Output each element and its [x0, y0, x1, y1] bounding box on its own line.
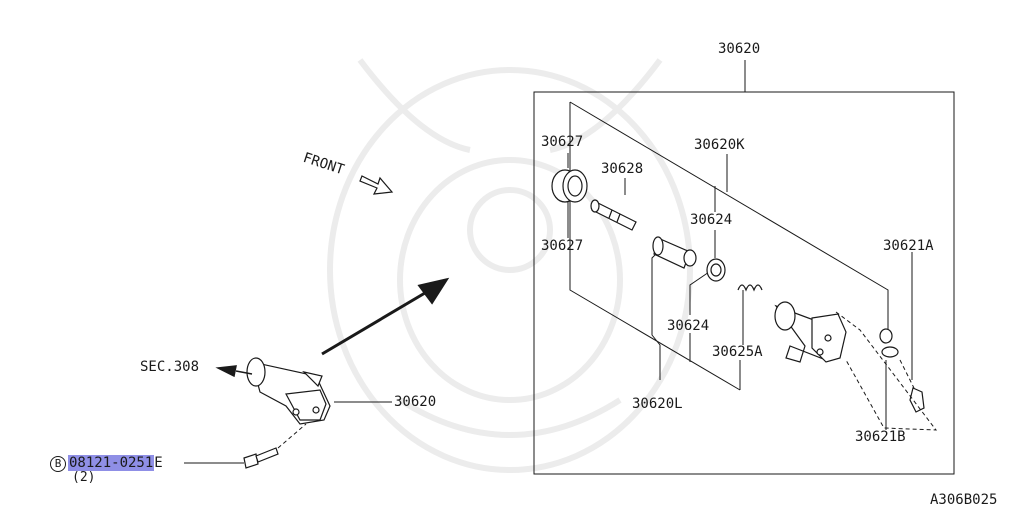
- assembly-box: [533, 91, 955, 475]
- label-push-rod: 30628: [601, 161, 644, 177]
- bleeder-parts: [879, 328, 925, 413]
- sec-arrow: [215, 365, 253, 378]
- piston-part: [652, 236, 697, 269]
- spring-part: [737, 284, 763, 292]
- watermark-emblem: [327, 58, 693, 473]
- label-bleeder-b: 30621B: [855, 429, 906, 445]
- kit-outline: [569, 101, 889, 391]
- label-piston-cup-mid: 30624: [690, 212, 733, 228]
- label-spring: 30625A: [712, 344, 763, 360]
- dashed-install-lines: [835, 311, 938, 431]
- cylinder-body-part: [774, 301, 847, 363]
- bolt-part-suffix: E: [154, 455, 163, 471]
- label-seal-lower: 30624: [667, 318, 710, 334]
- label-piston-cup-lower: 30627: [541, 238, 584, 254]
- direction-arrow: [321, 277, 450, 356]
- bolt-part: [243, 447, 279, 469]
- seal-part: [706, 258, 726, 282]
- label-assembly-top: 30620: [718, 41, 761, 57]
- bolt-part-number[interactable]: 08121-0251: [68, 455, 155, 471]
- label-repair-kit-k: 30620K: [694, 137, 745, 153]
- bolt-circle-marker: B: [50, 456, 66, 472]
- piston-cup-part: [551, 169, 588, 203]
- label-kit-l: 30620L: [632, 396, 683, 412]
- front-arrow-icon: [359, 175, 394, 195]
- label-piston-cup-upper: 30627: [541, 134, 584, 150]
- left-cylinder-assembly: [246, 357, 331, 425]
- label-bleeder-a: 30621A: [883, 238, 934, 254]
- label-sec-ref: SEC.308: [140, 359, 200, 375]
- bolt-dashed-line: [277, 423, 307, 449]
- label-assembly-side: 30620: [394, 394, 437, 410]
- bolt-quantity: (2): [72, 470, 96, 485]
- leaders: [567, 153, 913, 430]
- push-rod-part: [590, 199, 637, 231]
- figure-code: A306B025: [930, 492, 998, 508]
